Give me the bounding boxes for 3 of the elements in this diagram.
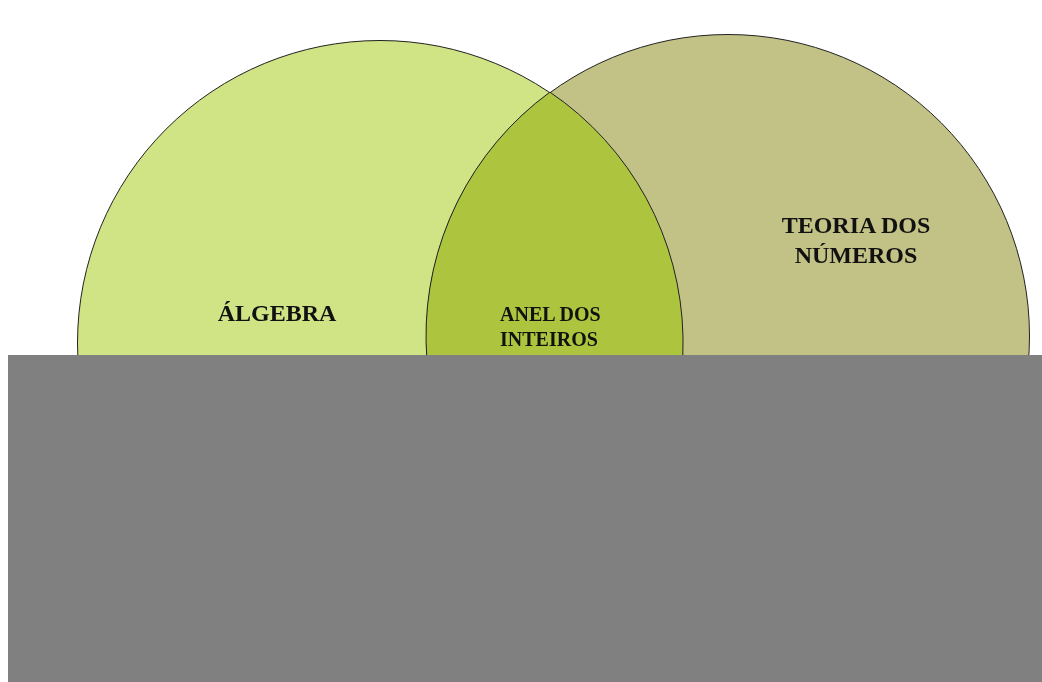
set-label: ANEL DOS INTEIROS <box>500 302 602 352</box>
set-label: ÁLGEBRA <box>216 299 338 328</box>
set-label: TEORIA DOS NÚMEROS <box>780 211 932 270</box>
